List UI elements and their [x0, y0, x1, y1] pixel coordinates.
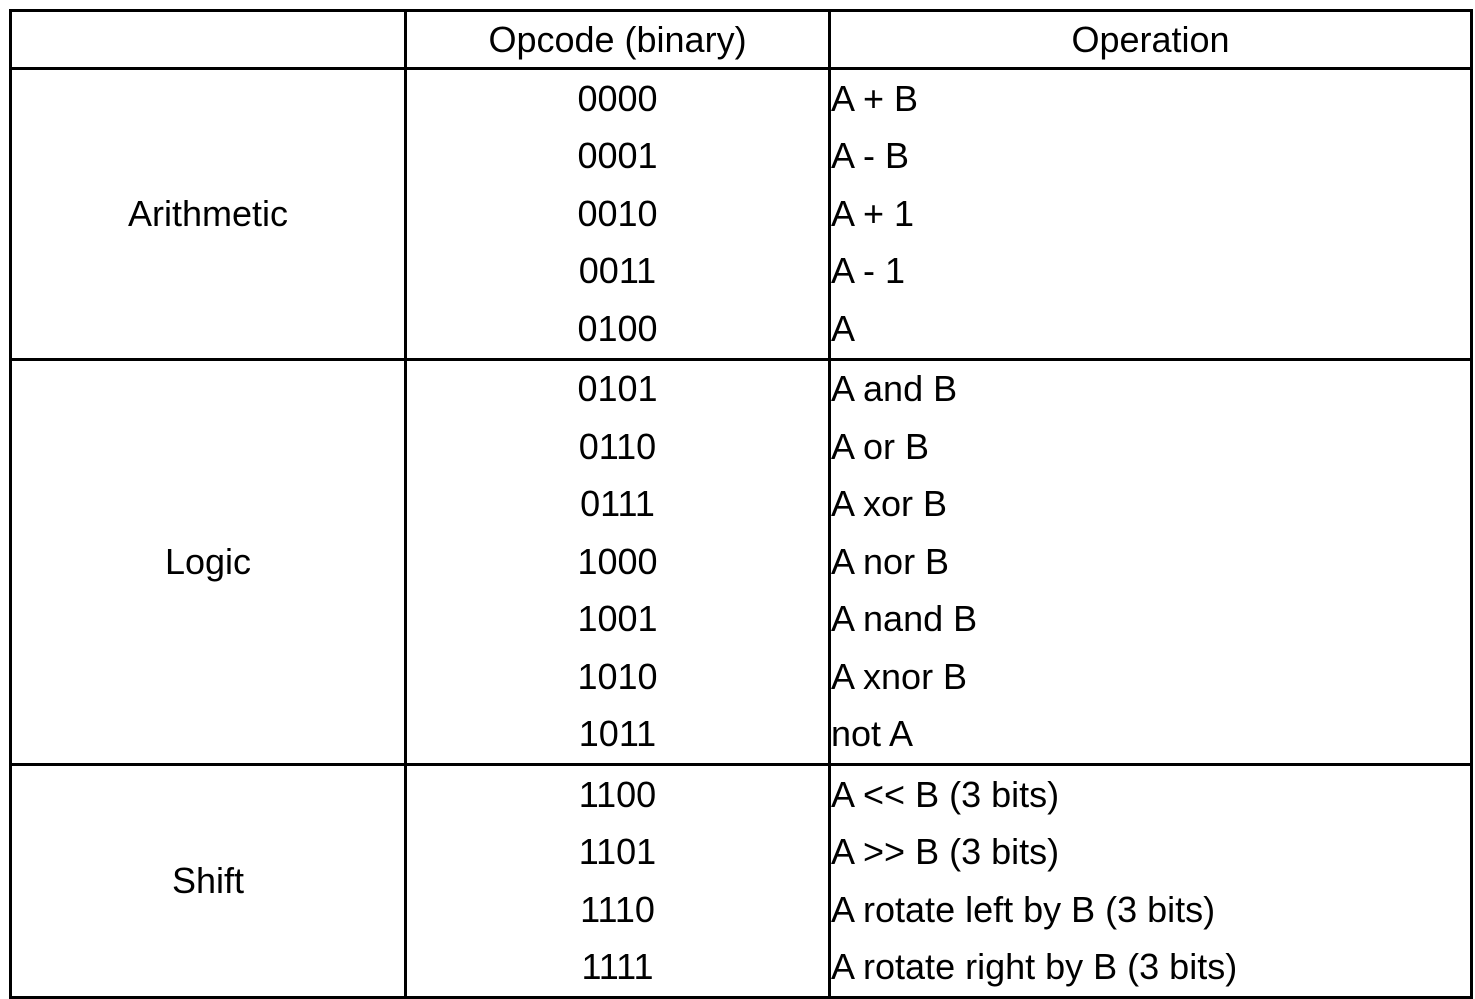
opcode-cell: 0010 [404, 185, 831, 243]
opcode-cell: 0100 [404, 300, 831, 361]
operation-cell: A - B [828, 127, 1473, 185]
opcode-cell: 0011 [404, 242, 831, 300]
header-operation: Operation [828, 9, 1473, 70]
group-label: Arithmetic [9, 67, 407, 361]
header-group [9, 9, 407, 70]
operation-cell: A rotate right by B (3 bits) [828, 938, 1473, 999]
operation-cell: A + B [828, 67, 1473, 128]
operation-cell: A and B [828, 357, 1473, 418]
opcode-cell: 0001 [404, 127, 831, 185]
opcode-cell: 1111 [404, 938, 831, 999]
operation-cell: A nor B [828, 533, 1473, 591]
operation-cell: A nand B [828, 590, 1473, 648]
header-row: Opcode (binary) Operation [9, 9, 1473, 70]
operation-cell: A - 1 [828, 242, 1473, 300]
operation-cell: A rotate left by B (3 bits) [828, 881, 1473, 939]
opcode-cell: 0111 [404, 475, 831, 533]
header-opcode: Opcode (binary) [404, 9, 831, 70]
opcode-cell: 0110 [404, 418, 831, 476]
opcode-cell: 1001 [404, 590, 831, 648]
operation-cell: A xor B [828, 475, 1473, 533]
group-label: Logic [9, 357, 407, 766]
opcode-cell: 0101 [404, 357, 831, 418]
opcode-cell: 1100 [404, 763, 831, 824]
opcode-cell: 1110 [404, 881, 831, 939]
opcode-cell: 0000 [404, 67, 831, 128]
operation-cell: A or B [828, 418, 1473, 476]
operation-cell: A + 1 [828, 185, 1473, 243]
operation-cell: A xnor B [828, 648, 1473, 706]
opcode-cell: 1000 [404, 533, 831, 591]
operation-cell: not A [828, 705, 1473, 766]
operation-cell: A [828, 300, 1473, 361]
operation-cell: A >> B (3 bits) [828, 823, 1473, 881]
opcode-cell: 1010 [404, 648, 831, 706]
group-label: Shift [9, 763, 407, 999]
opcode-cell: 1101 [404, 823, 831, 881]
opcode-cell: 1011 [404, 705, 831, 766]
operation-cell: A << B (3 bits) [828, 763, 1473, 824]
